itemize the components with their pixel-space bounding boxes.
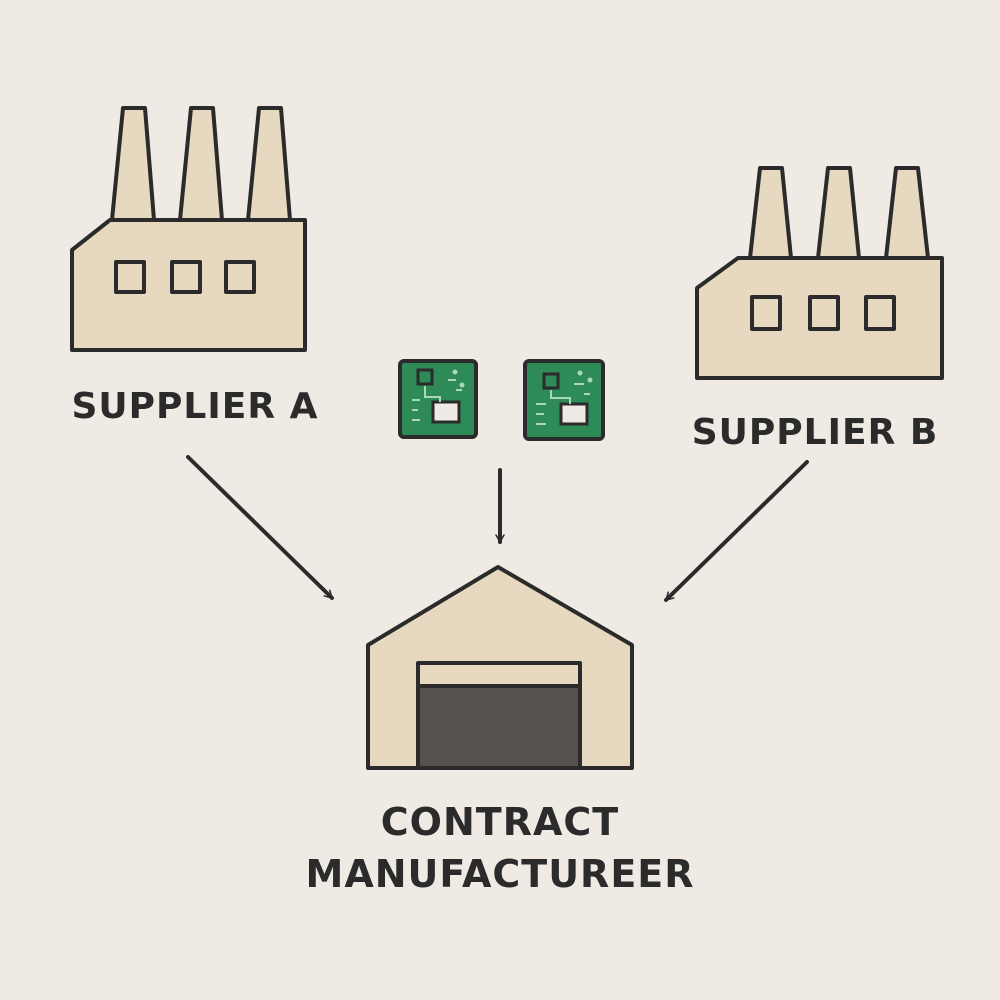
- contract-manufacturer-label-line2: MANUFACTUREER: [305, 852, 695, 896]
- smokestack: [246, 106, 292, 222]
- supplier-a-label: SUPPLIER A: [71, 386, 319, 427]
- factory-window: [808, 295, 840, 331]
- smokestack: [178, 106, 224, 222]
- smokestack: [748, 166, 793, 260]
- contract-manufacturer-label: CONTRACT MANUFACTUREER: [250, 796, 750, 900]
- factory-window: [224, 260, 256, 294]
- smokestack: [816, 166, 861, 260]
- supplier-b-factory-icon: [695, 166, 944, 380]
- circuit-board-icon: [523, 359, 605, 441]
- smokestack: [884, 166, 930, 260]
- contract-manufacturer-label-line1: CONTRACT: [380, 800, 620, 844]
- factory-window: [864, 295, 896, 331]
- supplier-b-label: SUPPLIER B: [691, 412, 939, 453]
- warehouse-door: [416, 684, 582, 770]
- arrow-supplier-b-to-manufacturer: [664, 460, 809, 602]
- factory-window: [114, 260, 146, 294]
- circuit-board-icon: [398, 359, 478, 439]
- factory-window: [750, 295, 782, 331]
- smokestack: [110, 106, 156, 222]
- warehouse-icon: [366, 565, 634, 770]
- factory-window: [170, 260, 202, 294]
- supplier-a-factory-icon: [70, 106, 307, 352]
- arrow-supplier-a-to-manufacturer: [186, 455, 334, 600]
